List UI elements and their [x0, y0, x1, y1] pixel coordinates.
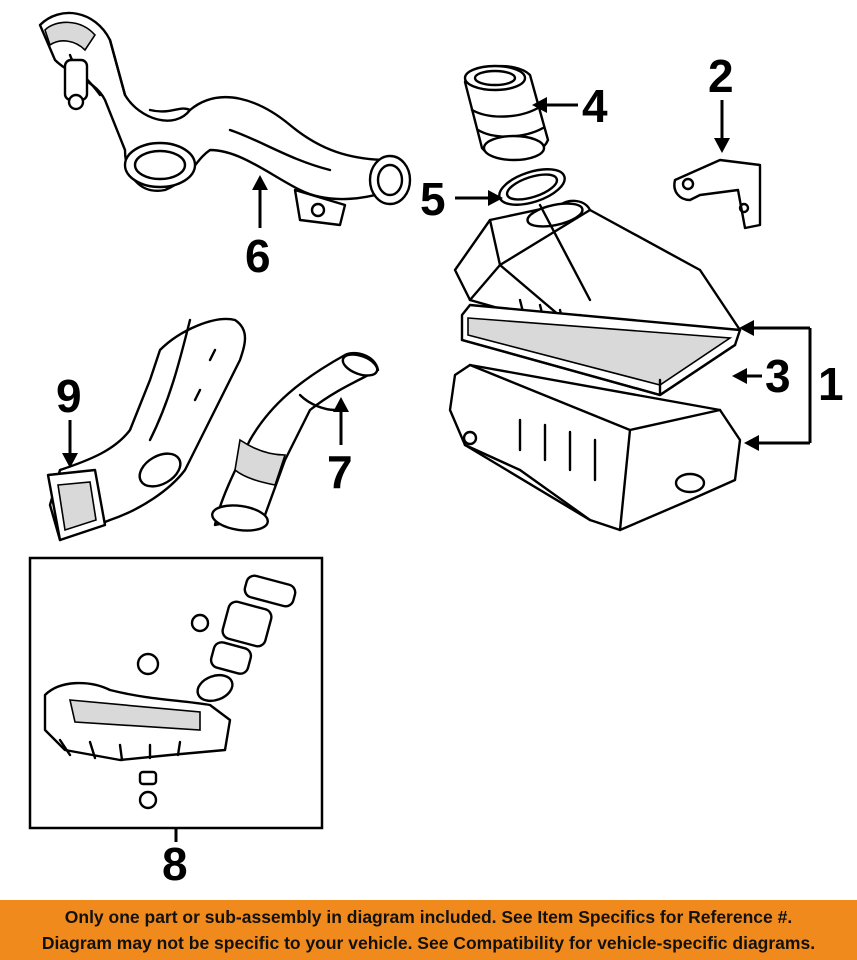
callout-1: 1: [818, 358, 844, 410]
callout-4: 4: [582, 80, 608, 132]
part-2-bracket: [673, 158, 762, 230]
callout-6: 6: [245, 230, 271, 282]
disclaimer-line-1: Only one part or sub-assembly in diagram…: [64, 907, 793, 927]
part-7-intake-hose: [211, 351, 380, 532]
part-3-filter-element: [460, 303, 742, 397]
part-4-air-sleeve: [463, 64, 550, 162]
callout-2: 2: [708, 50, 734, 102]
part-1-air-cleaner-assembly: [448, 199, 742, 532]
callout-7: 7: [327, 446, 353, 498]
leader-lines: [62, 97, 812, 842]
callout-8: 8: [162, 838, 188, 890]
part-6-intake-hose: [38, 11, 412, 227]
disclaimer-banner: Only one part or sub-assembly in diagram…: [0, 900, 857, 960]
callout-5: 5: [420, 173, 446, 225]
part-9-resonator-duct: [46, 317, 247, 542]
callout-9: 9: [56, 370, 82, 422]
disclaimer-line-2: Diagram may not be specific to your vehi…: [41, 933, 816, 953]
part-8-sub-assembly-box: [28, 556, 324, 830]
callout-3: 3: [765, 350, 791, 402]
parts-diagram: 6 4 5 2 3 1 7 9 8: [28, 11, 844, 890]
